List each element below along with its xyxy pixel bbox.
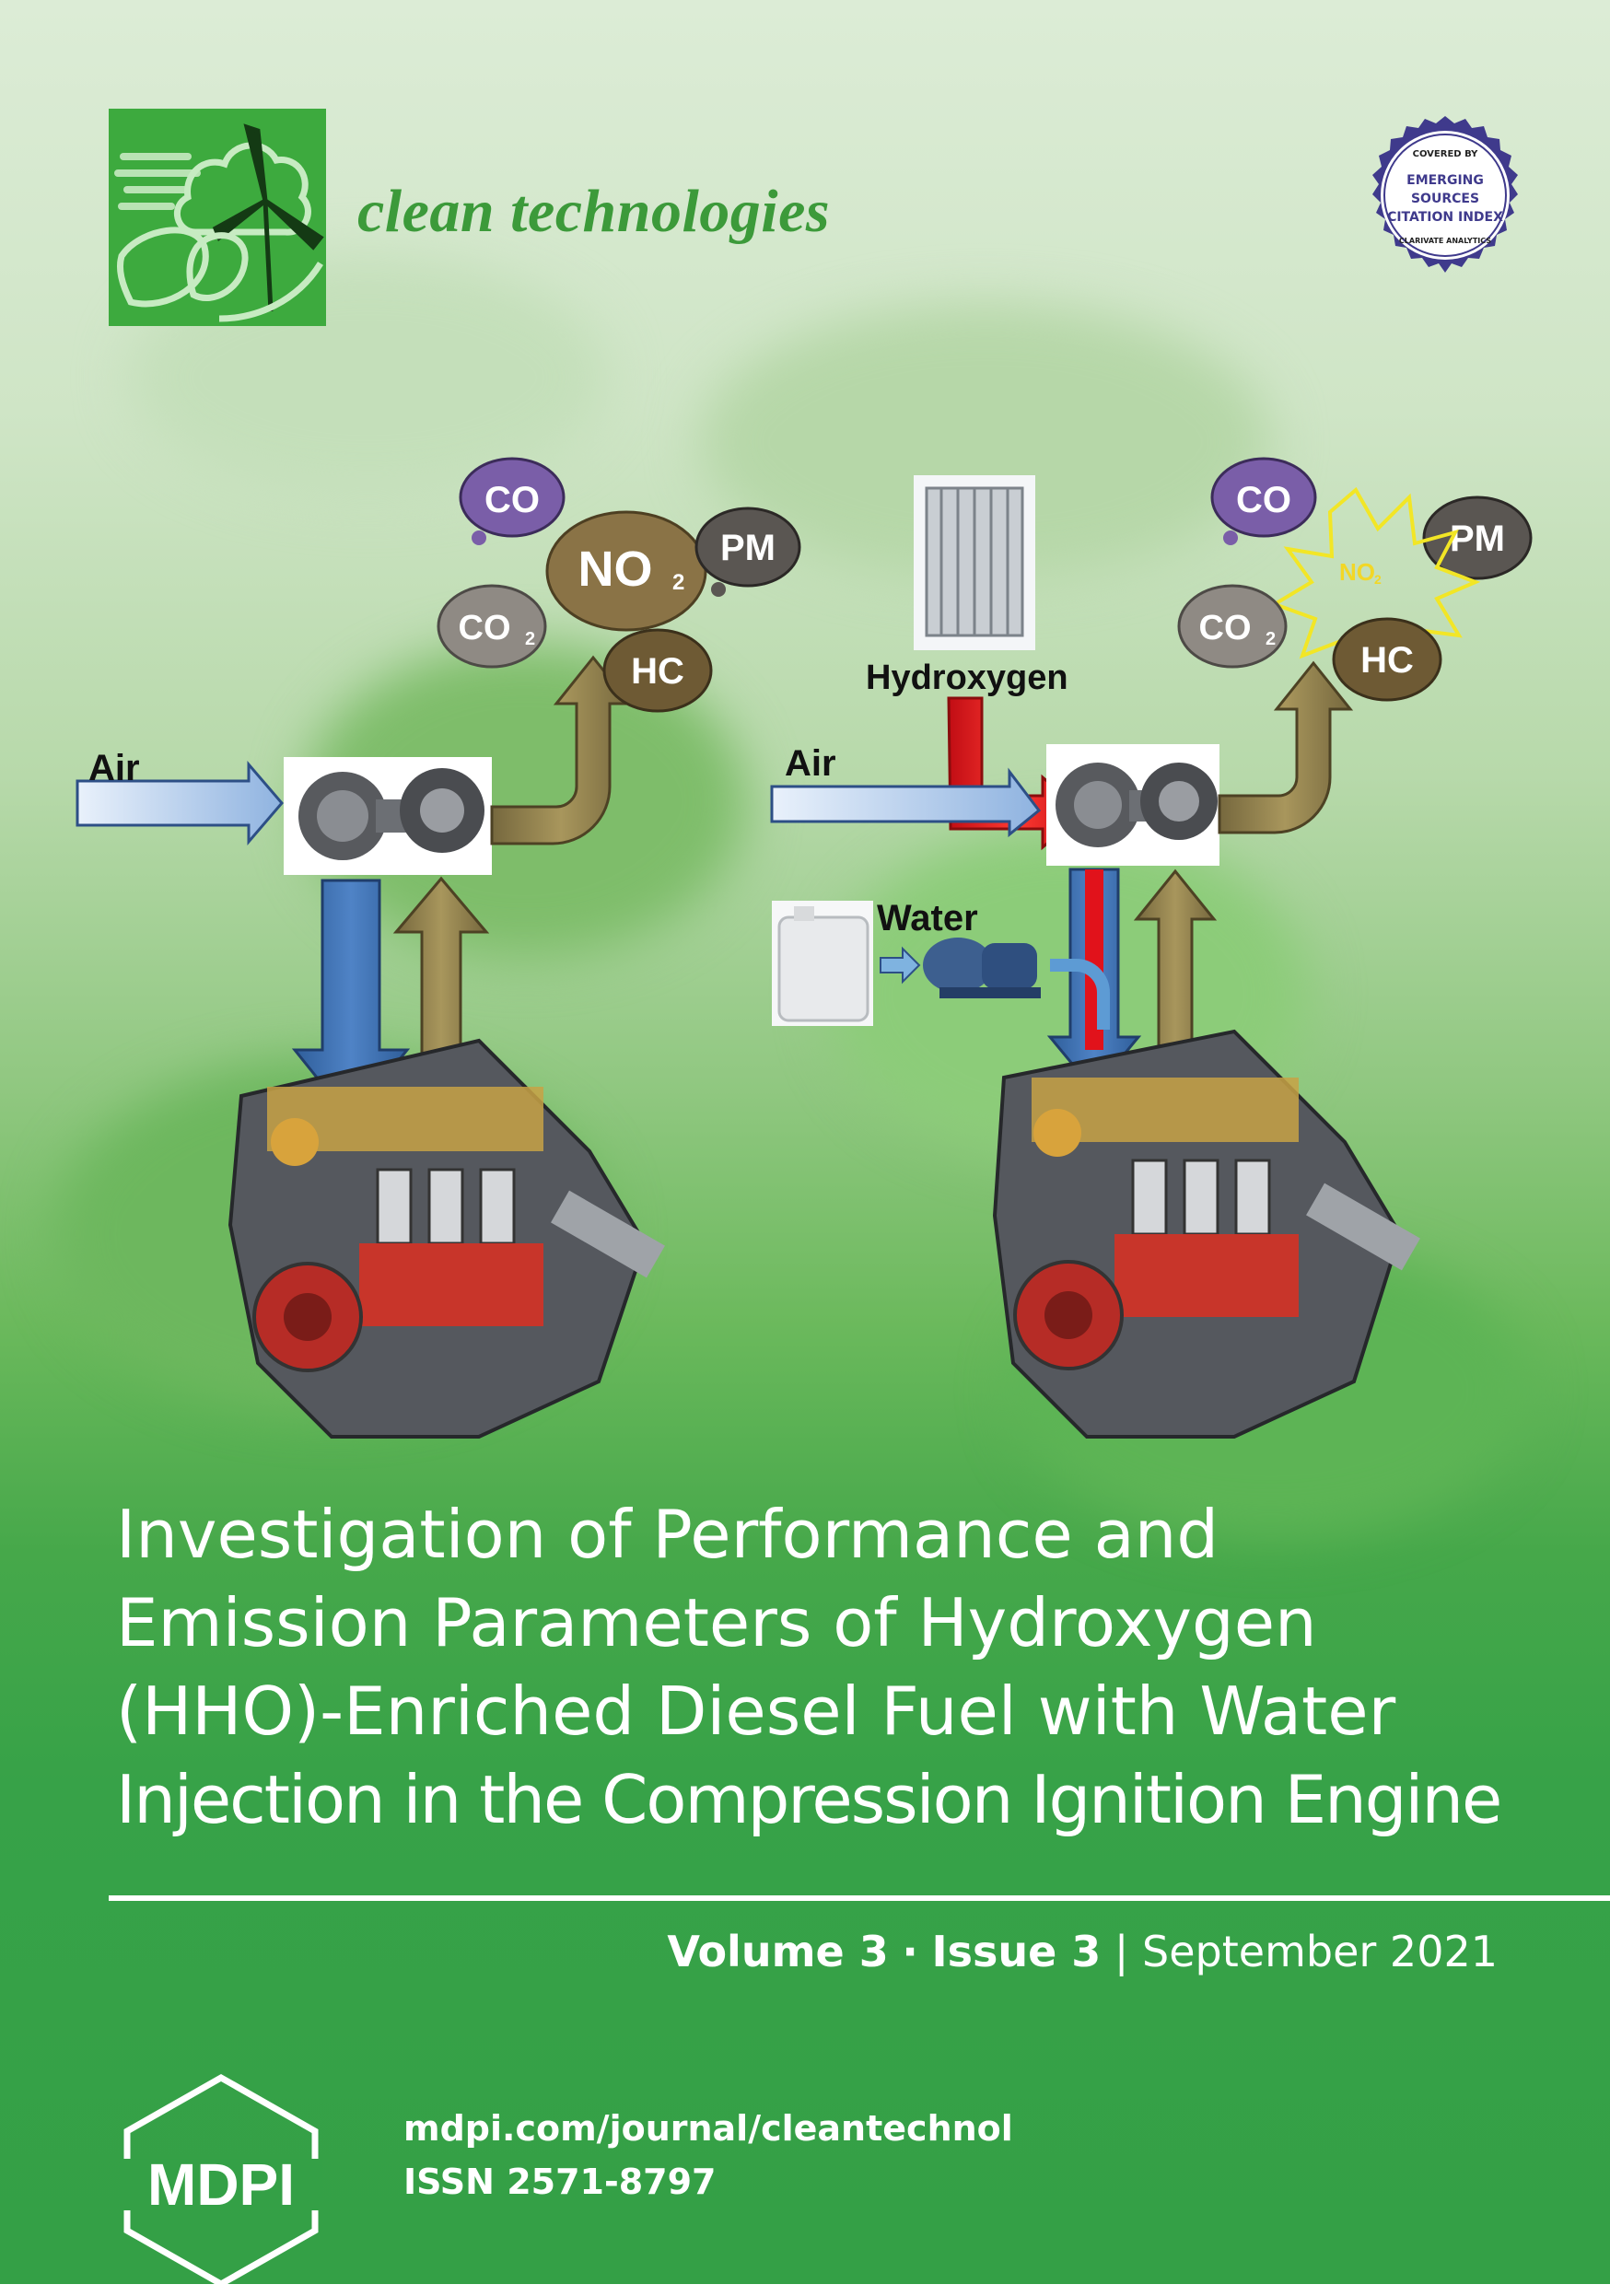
- mdpi-logo: MDPI: [107, 2070, 335, 2291]
- esci-clarivate: CLARIVATE ANALYTICS: [1399, 237, 1491, 245]
- right-cloud-co2: CO 2: [1177, 584, 1288, 669]
- mdpi-wordmark: MDPI: [147, 2151, 295, 2218]
- left-cloud-co2: CO 2: [437, 584, 547, 669]
- hydroxygen-cell: [914, 475, 1035, 650]
- title-line-3: (HHO)-Enriched Diesel Fuel with Water: [116, 1672, 1396, 1750]
- article-title: Investigation of Performance and Emissio…: [116, 1490, 1553, 1844]
- esci-badge: COVERED BY EMERGING SOURCES CITATION IND…: [1359, 114, 1531, 286]
- svg-text:NO: NO: [578, 542, 653, 597]
- svg-text:2: 2: [1266, 629, 1276, 649]
- issue-date: September 2021: [1142, 1927, 1498, 1976]
- right-engine: [992, 1029, 1420, 1439]
- water-pump: [923, 938, 1041, 998]
- issn: ISSN 2571-8797: [403, 2162, 717, 2202]
- svg-text:2: 2: [1374, 572, 1382, 587]
- right-cloud-co: CO: [1210, 457, 1317, 545]
- left-cloud-co: CO: [459, 457, 566, 545]
- svg-text:HC: HC: [631, 651, 684, 692]
- publisher-info: mdpi.com/journal/cleantechnol ISSN 2571-…: [403, 2102, 1013, 2209]
- left-engine: [228, 1038, 665, 1439]
- divider: [109, 1895, 1610, 1901]
- right-cloud-pm: PM: [1422, 495, 1533, 580]
- svg-text:CO: CO: [459, 609, 511, 647]
- title-line-1: Investigation of Performance and: [116, 1496, 1219, 1573]
- right-cloud-hc: HC: [1332, 617, 1442, 702]
- left-air-label: Air: [88, 748, 140, 788]
- water-tank: [772, 901, 873, 1026]
- volume-label: Volume 3: [667, 1927, 889, 1976]
- left-air-arrow: [76, 760, 284, 846]
- esci-line-2: SOURCES: [1411, 192, 1479, 206]
- journal-logo: [109, 109, 326, 326]
- journal-url[interactable]: mdpi.com/journal/cleantechnol: [403, 2108, 1013, 2149]
- svg-text:PM: PM: [720, 528, 776, 568]
- right-air-label: Air: [785, 743, 836, 784]
- esci-covered-by: COVERED BY: [1413, 149, 1479, 159]
- svg-text:2: 2: [525, 629, 535, 649]
- left-cloud-no2: NO 2: [545, 510, 707, 632]
- title-line-2: Emission Parameters of Hydroxygen: [116, 1584, 1317, 1661]
- issue-label: Issue 3: [931, 1927, 1102, 1976]
- esci-line-3: CITATION INDEX: [1387, 210, 1503, 225]
- title-line-4: Injection in the Compression Ignition En…: [116, 1761, 1502, 1838]
- esci-line-1: EMERGING: [1406, 173, 1484, 188]
- issue-dot: ·: [902, 1927, 918, 1976]
- left-turbocharger: [284, 757, 492, 875]
- svg-text:CO: CO: [1236, 480, 1291, 520]
- journal-title: clean technologies: [357, 178, 831, 245]
- left-cloud-hc: HC: [602, 628, 713, 713]
- svg-text:PM: PM: [1450, 519, 1505, 559]
- issue-bar: |: [1114, 1927, 1129, 1976]
- svg-text:HC: HC: [1360, 640, 1414, 681]
- svg-text:NO: NO: [1339, 558, 1375, 586]
- water-label: Water: [877, 898, 978, 938]
- issue-info: Volume 3 · Issue 3 | September 2021: [667, 1927, 1498, 1976]
- engine-diagram: Air CO NO 2 PM CO 2 HC: [76, 457, 1533, 1439]
- svg-text:CO: CO: [484, 480, 540, 520]
- svg-text:CO: CO: [1199, 609, 1252, 647]
- right-turbocharger: [1046, 744, 1219, 866]
- left-cloud-pm: PM: [694, 507, 801, 597]
- hydroxygen-label: Hydroxygen: [866, 658, 1068, 697]
- svg-text:2: 2: [672, 570, 684, 595]
